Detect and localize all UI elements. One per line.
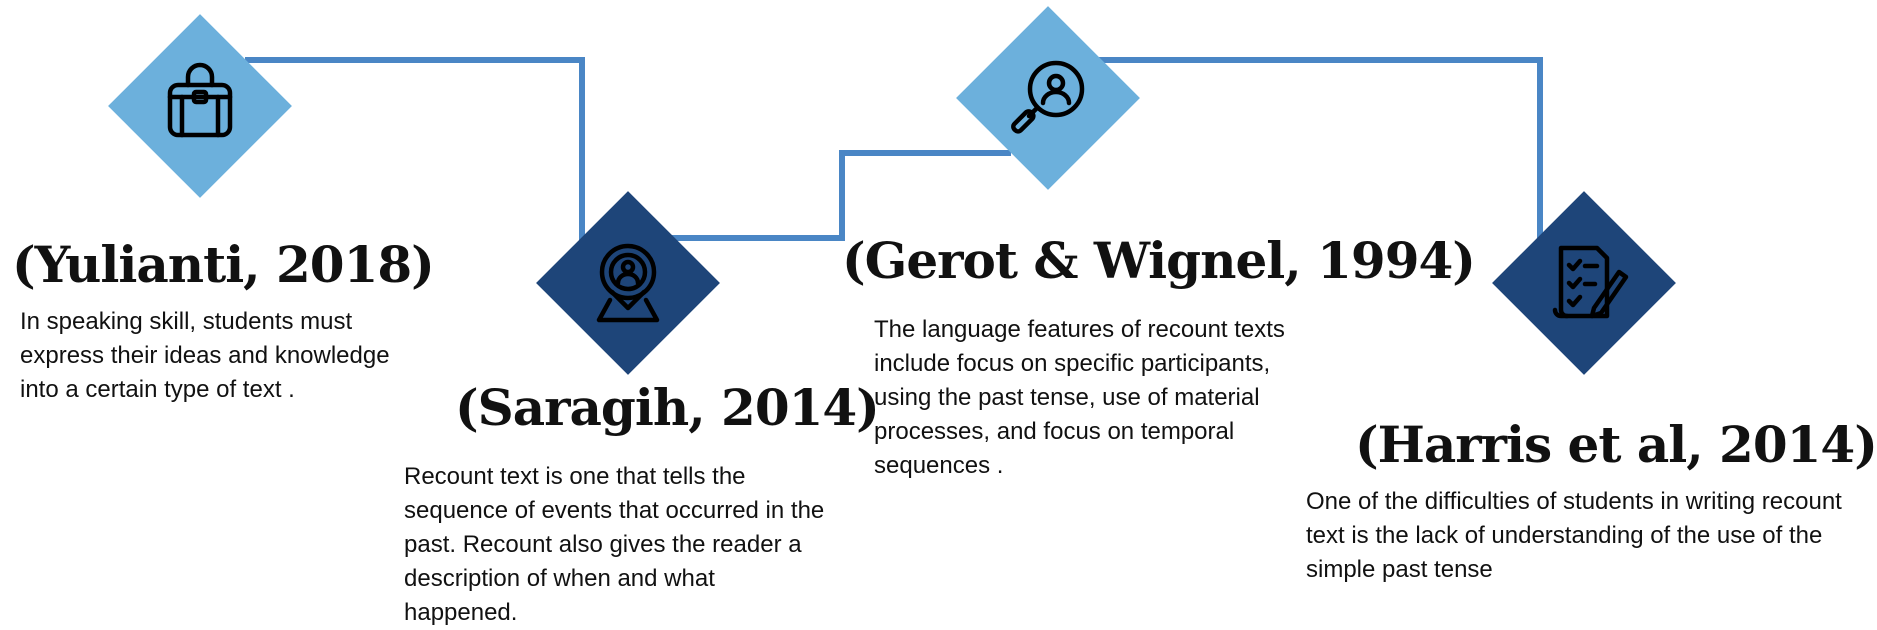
citation-harris: (Harris et al, 2014) xyxy=(1355,415,1877,474)
checklist-document-pen-icon xyxy=(1539,238,1629,328)
description-gerot-wignel: The language features of recount texts i… xyxy=(874,316,1285,479)
timeline-connectors xyxy=(245,57,1543,241)
citation-yulianti: (Yulianti, 2018) xyxy=(12,235,435,294)
connector-line-1 xyxy=(245,57,1011,241)
location-person-pin-icon xyxy=(583,238,673,328)
description-harris: One of the difficulties of students in w… xyxy=(1306,488,1842,583)
citation-saragih: (Saragih, 2014) xyxy=(455,378,880,437)
citation-gerot-wignel: (Gerot & Wignel, 1994) xyxy=(842,231,1476,290)
briefcase-icon xyxy=(155,61,245,151)
connector-line-2 xyxy=(1095,57,1543,238)
description-saragih: Recount text is one that tells the seque… xyxy=(404,463,825,626)
description-yulianti: In speaking skill, students must express… xyxy=(20,308,390,403)
magnifier-person-icon xyxy=(1003,53,1093,143)
